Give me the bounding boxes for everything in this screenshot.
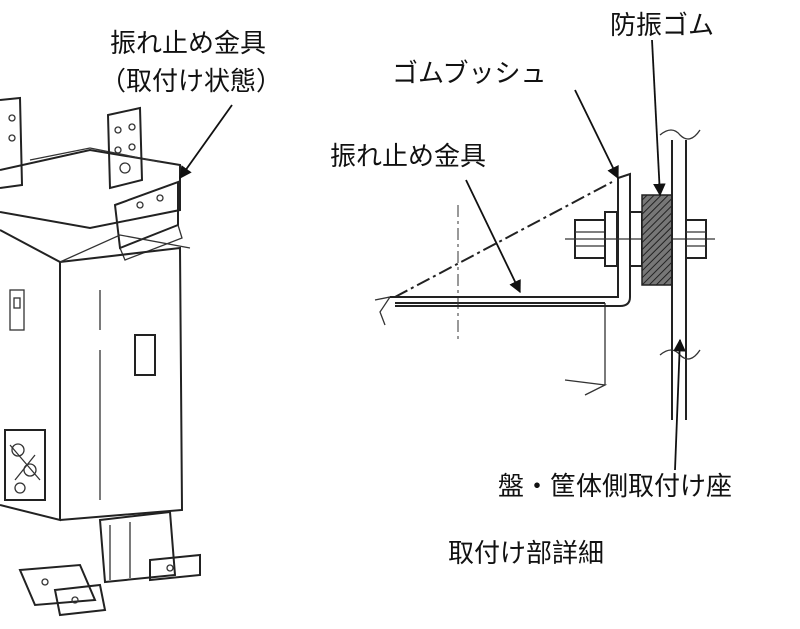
arrow-bracket-installed [179,104,233,180]
label-detail-caption: 取付け部詳細 [448,539,604,569]
label-anti-vibration-rubber: 防振ゴム [610,11,714,41]
arrow-rubber-bushing [574,89,619,180]
mounting-detail-drawing [374,129,715,420]
labels: 振れ止め金具 （取付け状態） ゴムブッシュ 防振ゴム 振れ止め金具 盤・筐体側取… [100,11,732,569]
label-panel-mount-seat: 盤・筐体側取付け座 [498,472,732,502]
transformer-illustration [0,96,201,617]
arrow-panel-mount-seat [673,338,686,471]
arrow-bracket [465,179,521,294]
label-bracket-installed-line2: （取付け状態） [100,67,282,97]
leader-arrows [179,39,686,471]
label-bracket: 振れ止め金具 [330,142,486,172]
label-bracket-installed-line1: 振れ止め金具 [110,29,266,59]
label-rubber-bushing: ゴムブッシュ [392,59,546,89]
arrow-anti-vibration-rubber [651,39,666,197]
